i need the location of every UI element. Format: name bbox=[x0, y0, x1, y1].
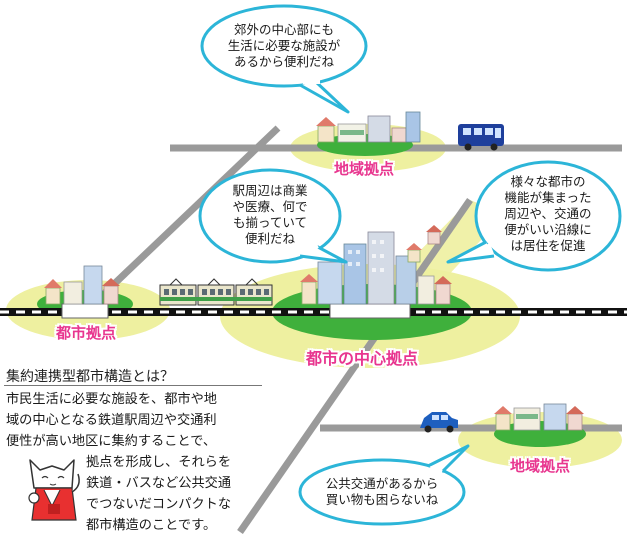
explanation-line: 便性が高い地区に集約することで、 bbox=[6, 434, 217, 449]
station-platform-left bbox=[61, 303, 109, 319]
bubble-bottom bbox=[298, 444, 470, 526]
explanation-line: 鉄道・バスなど公共交通 bbox=[86, 476, 232, 491]
bubble-station-line: も揃っていて bbox=[232, 215, 307, 230]
bubble-top-line: あるから便利だね bbox=[233, 54, 334, 69]
explanation-divider bbox=[4, 385, 262, 386]
explanation-line: でつないだコンパクトな bbox=[86, 497, 232, 512]
bubble-corridor-text: 様々な都市の 機能が集まった 周辺や、交通の 便がいい沿線に は居住を促進 bbox=[494, 174, 602, 254]
bubble-bottom-text: 公共交通があるから 買い物も困らないね bbox=[310, 476, 454, 508]
bubble-corridor bbox=[446, 160, 622, 272]
buildings-city-left bbox=[44, 265, 120, 305]
buildings-regional-top bbox=[316, 111, 421, 143]
explanation-line: 市民生活に必要な施設を、都市や地 bbox=[6, 392, 217, 407]
bubble-corridor-line: は居住を促進 bbox=[510, 238, 586, 253]
bubble-bottom-line: 買い物も困らないね bbox=[325, 492, 439, 507]
bubble-station bbox=[198, 168, 348, 264]
bubble-bottom-line: 公共交通があるから bbox=[325, 476, 439, 491]
bubble-top-line: 郊外の中心部にも bbox=[233, 22, 334, 37]
buildings-regional-bottom bbox=[494, 403, 584, 431]
bubble-top-text: 郊外の中心部にも 生活に必要な施設が あるから便利だね bbox=[214, 22, 354, 70]
bubble-corridor-line: 便がいい沿線に bbox=[504, 222, 592, 237]
bubble-corridor-line: 周辺や、交通の bbox=[504, 206, 592, 221]
car bbox=[420, 412, 458, 433]
hub-label-regional-top: 地域拠点 bbox=[334, 160, 395, 178]
road-diagonal-main bbox=[237, 198, 473, 534]
station-platform-center bbox=[329, 303, 411, 319]
bubble-station-text: 駅周辺は商業 や医療、何で も揃っていて 便利だね bbox=[218, 183, 322, 247]
explanation-title: 集約連携型都市構造とは？ bbox=[6, 369, 174, 385]
bubble-corridor-line: 機能が集まった bbox=[504, 190, 592, 205]
hub-label-center: 都市の中心拠点 bbox=[306, 349, 419, 368]
hub-label-regional-bottom: 地域拠点 bbox=[510, 457, 571, 475]
bubble-station-line: や医療、何で bbox=[232, 199, 308, 214]
train bbox=[159, 278, 273, 306]
cat-mascot-icon bbox=[28, 459, 80, 521]
bubble-top-line: 生活に必要な施設が bbox=[227, 38, 341, 53]
buildings-center bbox=[300, 231, 452, 305]
bubble-station-line: 駅周辺は商業 bbox=[232, 183, 308, 198]
bus bbox=[458, 124, 504, 151]
explanation-line: 拠点を形成し、それらを bbox=[86, 455, 232, 470]
bubble-station-line: 便利だね bbox=[244, 231, 295, 246]
bubble-top bbox=[200, 4, 368, 114]
buildings-corridor bbox=[406, 225, 442, 263]
hub-label-city-left: 都市拠点 bbox=[56, 324, 117, 342]
bubble-corridor-line: 様々な都市の bbox=[510, 174, 586, 189]
explanation-line: 域の中心となる鉄道駅周辺や交通利 bbox=[6, 413, 217, 428]
explanation-line: 都市構造のことです。 bbox=[86, 518, 217, 533]
road-diagonal-left bbox=[89, 125, 281, 308]
